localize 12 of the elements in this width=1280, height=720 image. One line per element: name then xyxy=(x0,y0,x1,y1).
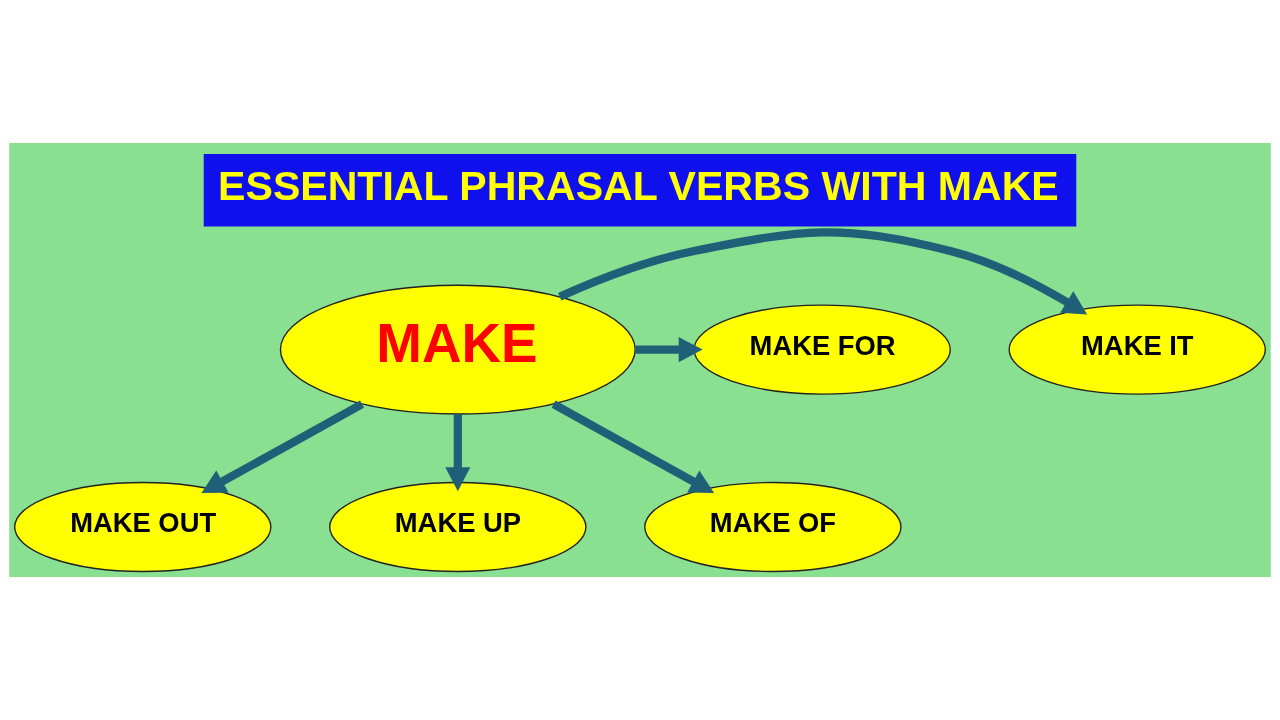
arrow xyxy=(201,400,364,494)
diagram-title: ESSENTIAL PHRASAL VERBS WITH MAKE xyxy=(218,162,1059,209)
node-ellipse: MAKE UP xyxy=(329,481,587,573)
arrow xyxy=(551,400,715,494)
node-ellipse: MAKE FOR xyxy=(693,304,951,395)
node-ellipse: MAKE OF xyxy=(644,481,902,573)
node-ellipse: MAKE IT xyxy=(1008,304,1266,395)
node-ellipse: MAKE OUT xyxy=(14,481,272,573)
arrow xyxy=(558,228,1088,315)
arrow xyxy=(445,414,471,492)
node-ellipse: MAKE xyxy=(279,284,636,415)
arrow xyxy=(635,337,703,363)
